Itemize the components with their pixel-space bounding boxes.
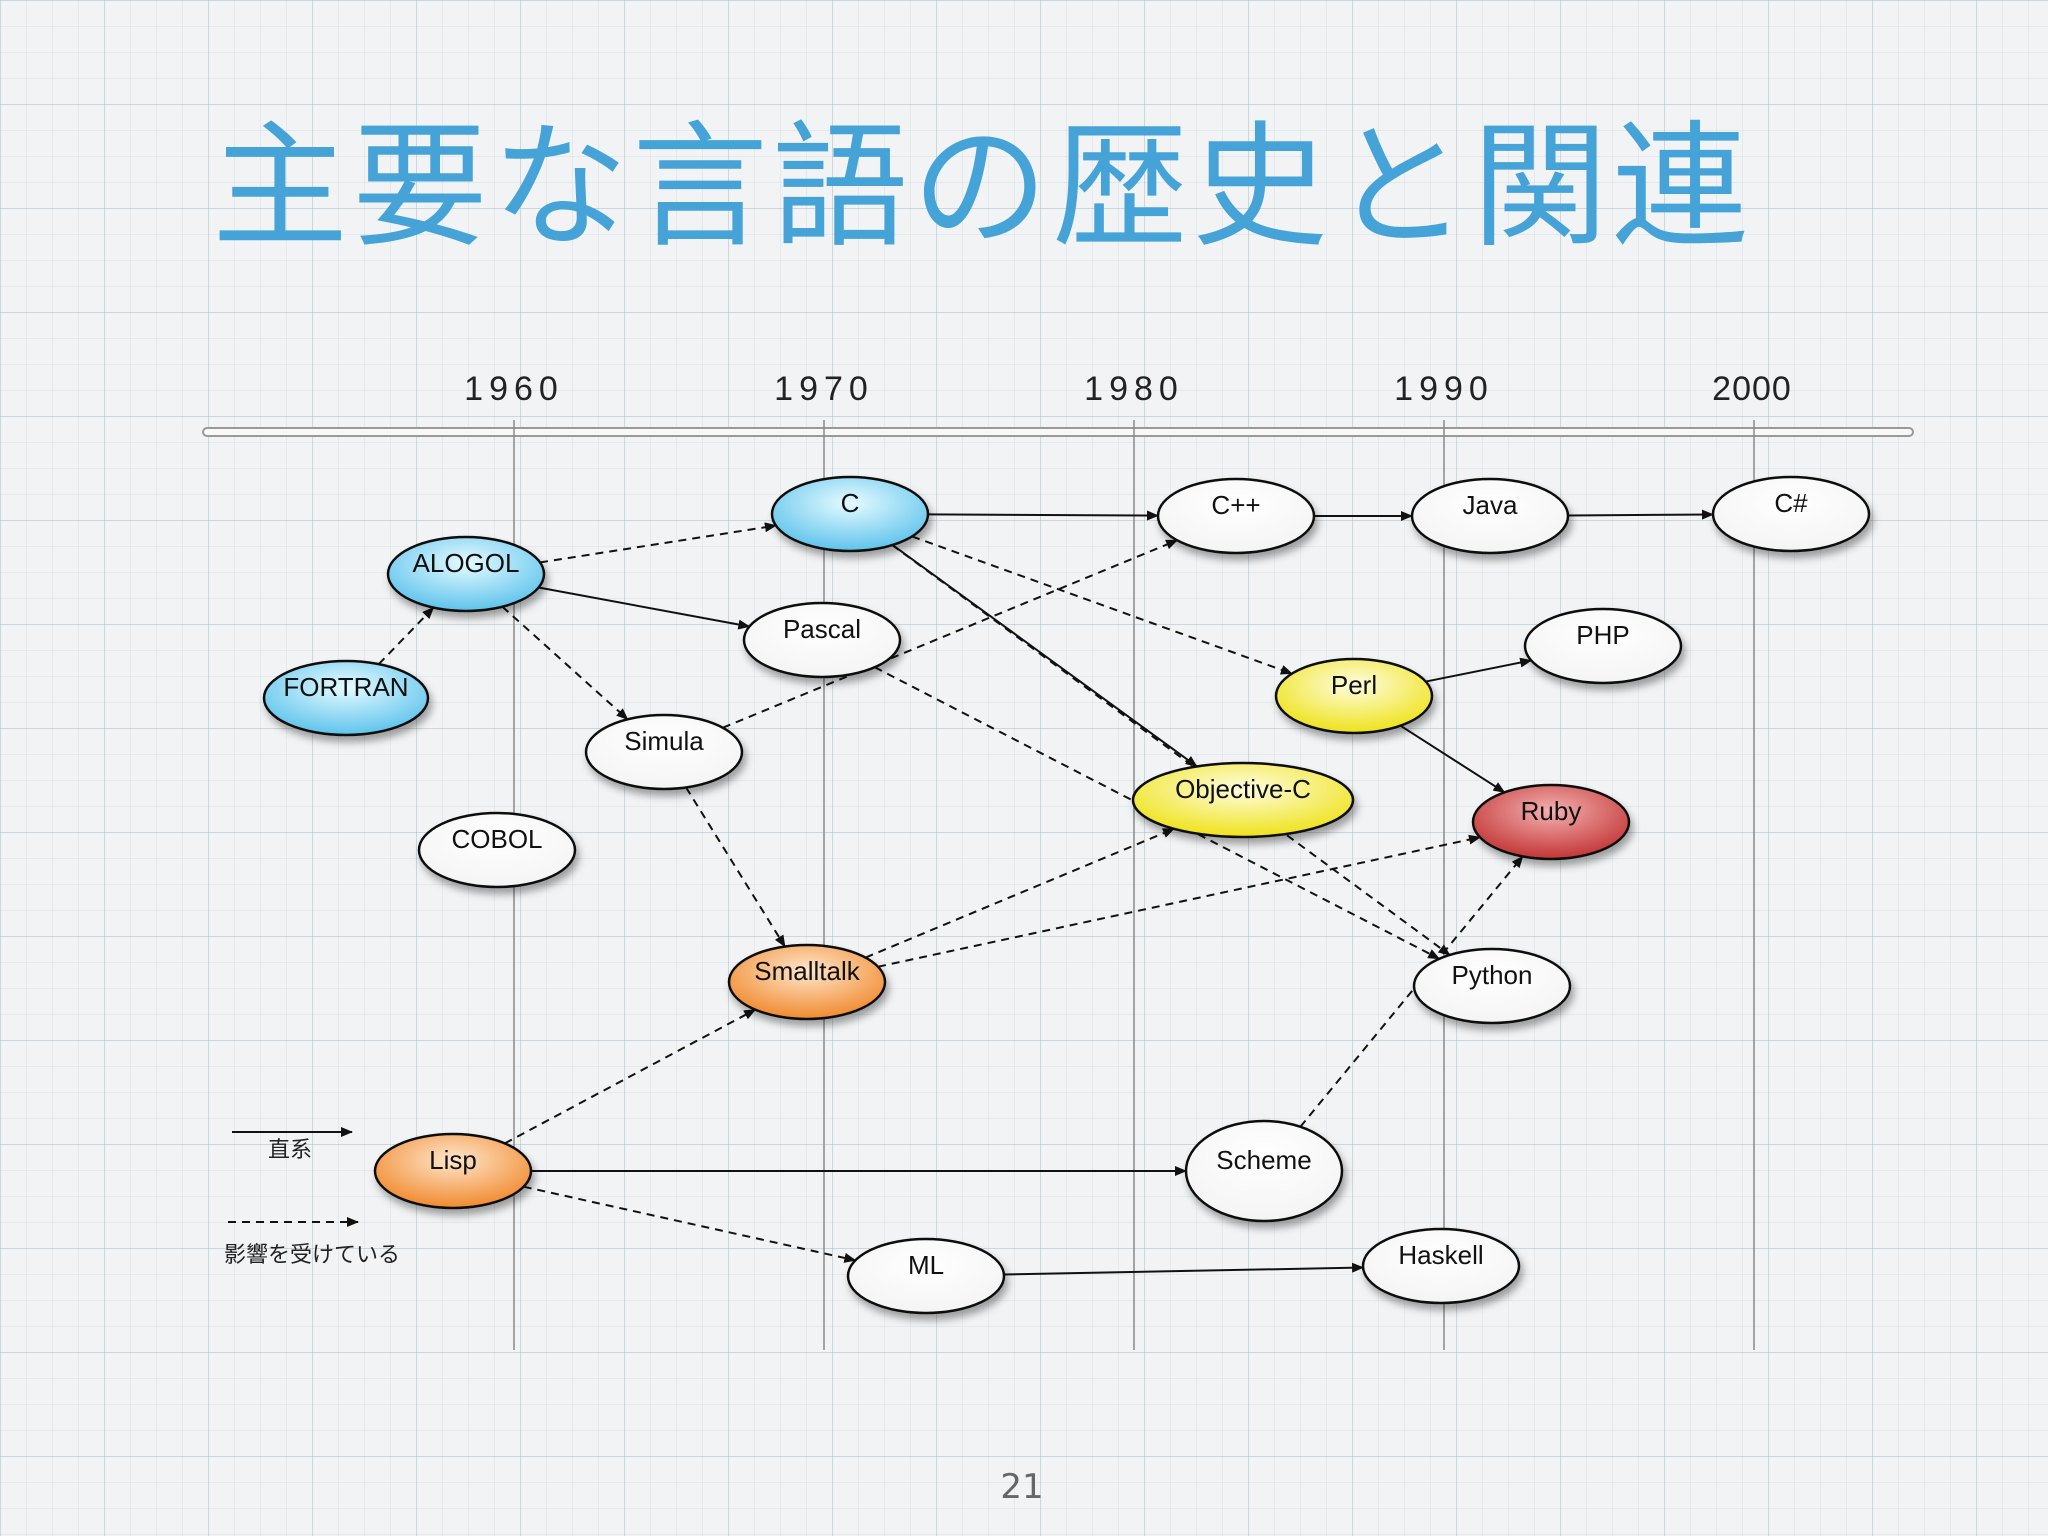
node-ruby-shape <box>1471 783 1631 861</box>
node-smalltalk-label: Smalltalk <box>754 956 860 986</box>
edge-scheme-to-ruby <box>1299 855 1524 1128</box>
node-pascal-label: Pascal <box>783 614 861 644</box>
node-java[interactable]: Java <box>1410 477 1570 555</box>
year-gridlines <box>513 420 1755 1350</box>
node-haskell[interactable]: Haskell <box>1361 1227 1521 1305</box>
node-smalltalk[interactable]: Smalltalk <box>727 943 887 1021</box>
node-simula[interactable]: Simula <box>584 713 744 791</box>
legend: 直系 影響を受けている <box>224 1127 400 1268</box>
node-scheme-label: Scheme <box>1216 1145 1311 1175</box>
node-scheme-shape <box>1184 1119 1344 1223</box>
node-csharp-shape <box>1711 475 1871 553</box>
node-c-shape <box>770 475 930 553</box>
year-label-1970: 1970 <box>774 370 874 408</box>
edge-simula-to-cpp <box>722 539 1179 729</box>
node-alogol[interactable]: ALOGOL <box>386 535 546 613</box>
node-csharp-label: C# <box>1774 488 1808 518</box>
node-cobol-label: COBOL <box>451 824 542 854</box>
node-ml-label: ML <box>908 1250 944 1280</box>
node-cpp[interactable]: C++ <box>1156 477 1316 555</box>
legend-influenced-label: 影響を受けている <box>224 1243 400 1268</box>
node-alogol-shape <box>386 535 546 613</box>
node-python-shape <box>1412 947 1572 1025</box>
timeline: 1960 1970 1980 1990 2000 <box>202 370 1914 1350</box>
node-c-label: C <box>841 488 860 518</box>
node-php-label: PHP <box>1576 620 1629 650</box>
year-label-1990: 1990 <box>1394 370 1494 408</box>
node-perl[interactable]: Perl <box>1274 657 1434 735</box>
node-ml-shape <box>846 1237 1006 1315</box>
page-title: 主要な言語の歴史と関連 <box>212 109 1752 267</box>
edge-lisp-to-ml <box>523 1185 857 1263</box>
edge-smalltalk-to-objc <box>865 827 1175 959</box>
node-python[interactable]: Python <box>1412 947 1572 1025</box>
edge-simula-to-smalltalk <box>685 786 786 948</box>
node-php-shape <box>1523 607 1683 685</box>
edge-alogol-to-pascal <box>538 586 751 630</box>
node-objc-label: Objective-C <box>1175 774 1311 804</box>
edge-alogol-to-c <box>539 522 777 564</box>
node-c[interactable]: C <box>770 475 930 553</box>
node-scheme[interactable]: Scheme <box>1184 1119 1344 1223</box>
node-ml[interactable]: ML <box>846 1237 1006 1315</box>
node-lisp[interactable]: Lisp <box>373 1132 533 1210</box>
edge-smalltalk-to-ruby <box>877 834 1481 968</box>
edge-lisp-to-smalltalk <box>504 1008 757 1145</box>
edge-c-to-python <box>891 544 1451 956</box>
year-label-1960: 1960 <box>464 370 564 408</box>
node-cobol-shape <box>417 811 577 889</box>
node-alogol-label: ALOGOL <box>413 548 520 578</box>
node-perl-shape <box>1274 657 1434 735</box>
edge-ml-to-haskell <box>1003 1262 1365 1276</box>
language-nodes: FORTRAN ALOGOL COBOL Lisp C PascalSimulaSmall… <box>262 475 1871 1315</box>
node-csharp[interactable]: C# <box>1711 475 1871 553</box>
edge-c-to-cpp <box>927 510 1160 521</box>
node-lisp-label: Lisp <box>429 1145 477 1175</box>
node-fortran-shape <box>262 659 430 737</box>
node-lisp-shape <box>373 1132 533 1210</box>
page-number: 21 <box>1000 1467 1043 1507</box>
node-php[interactable]: PHP <box>1523 607 1683 685</box>
node-simula-shape <box>584 713 744 791</box>
edge-pascal-to-python <box>874 666 1441 960</box>
year-label-1980: 1980 <box>1084 370 1184 408</box>
node-ruby[interactable]: Ruby <box>1471 783 1631 861</box>
node-haskell-shape <box>1361 1227 1521 1305</box>
node-smalltalk-shape <box>727 943 887 1021</box>
node-python-label: Python <box>1452 960 1533 990</box>
timeline-bar <box>202 427 1914 437</box>
edge-alogol-to-simula <box>501 605 629 721</box>
node-simula-label: Simula <box>624 726 704 756</box>
node-java-shape <box>1410 477 1570 555</box>
year-label-2000: 2000 <box>1712 370 1792 408</box>
node-pascal[interactable]: Pascal <box>742 601 902 679</box>
node-java-label: Java <box>1463 490 1518 520</box>
node-objc-shape <box>1131 761 1355 839</box>
edge-perl-to-php <box>1425 657 1533 683</box>
node-ruby-label: Ruby <box>1521 796 1582 826</box>
influence-edges <box>378 509 1715 1276</box>
edge-c-to-perl <box>911 535 1293 675</box>
node-objc[interactable]: Objective-C <box>1131 761 1355 839</box>
year-labels: 1960 1970 1980 1990 2000 <box>464 370 1792 408</box>
node-cobol[interactable]: COBOL <box>417 811 577 889</box>
node-haskell-label: Haskell <box>1398 1240 1483 1270</box>
node-cpp-shape <box>1156 477 1316 555</box>
edge-java-to-csharp <box>1567 509 1715 520</box>
node-cpp-label: C++ <box>1211 490 1260 520</box>
node-perl-label: Perl <box>1331 670 1377 700</box>
node-fortran[interactable]: FORTRAN <box>262 659 430 737</box>
node-fortran-label: FORTRAN <box>283 672 408 702</box>
node-pascal-shape <box>742 601 902 679</box>
legend-direct-label: 直系 <box>268 1138 312 1163</box>
edge-perl-to-ruby <box>1399 724 1506 794</box>
edge-fortran-to-alogol <box>378 606 435 665</box>
